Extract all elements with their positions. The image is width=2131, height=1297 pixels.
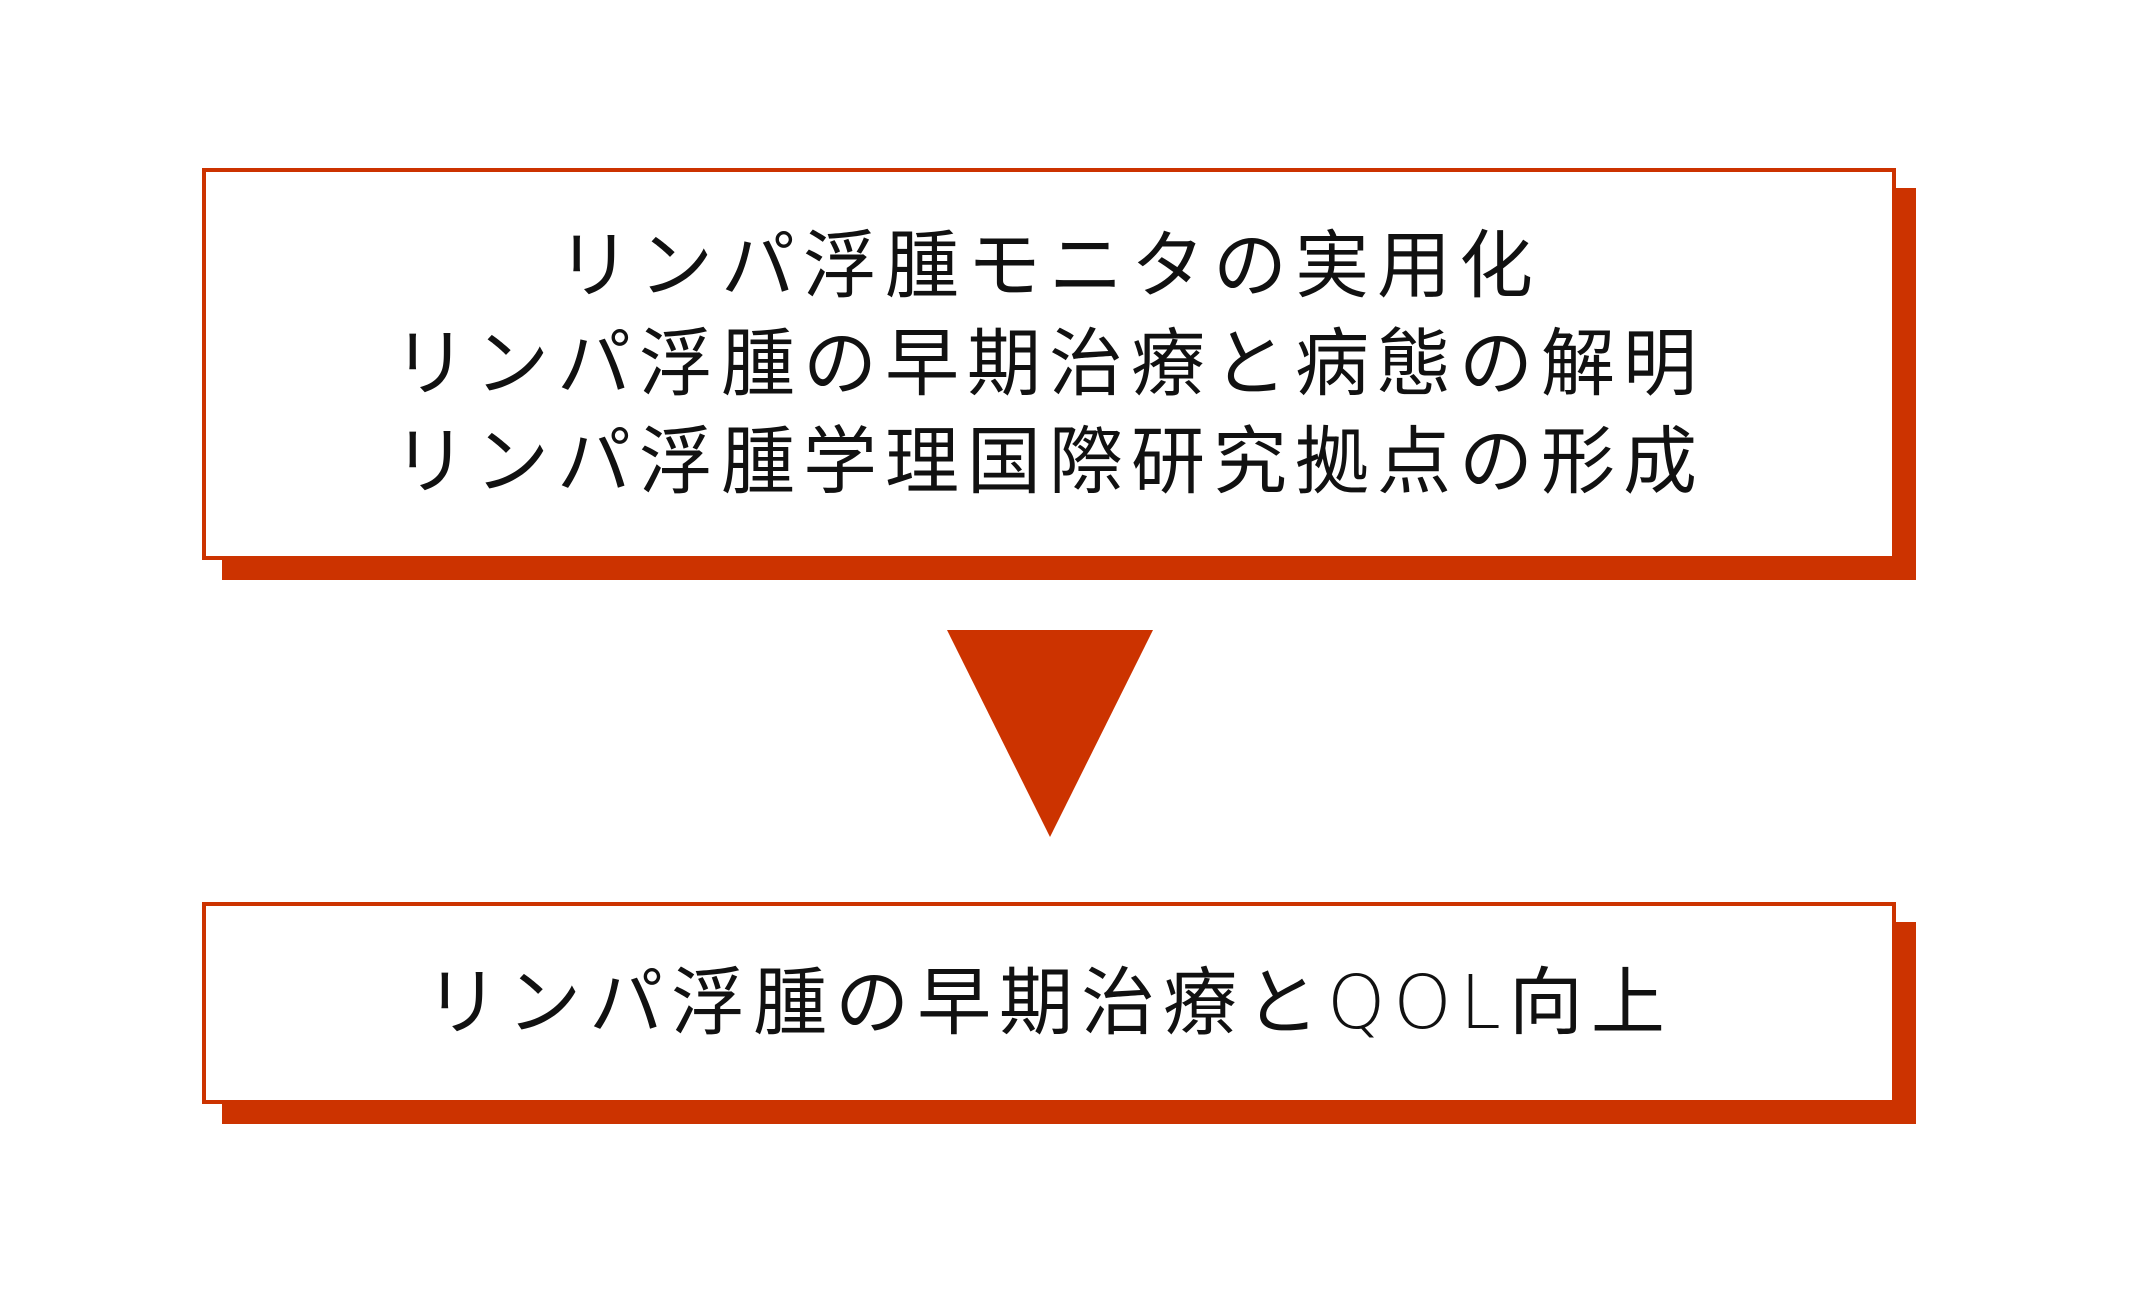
top-box: リンパ浮腫モニタの実用化 リンパ浮腫の早期治療と病態の解明 リンパ浮腫学理国際研… (202, 168, 1896, 560)
bottom-box: リンパ浮腫の早期治療とQOL向上 (202, 902, 1896, 1104)
top-box-line-3: リンパ浮腫学理国際研究拠点の形成 (393, 419, 1705, 505)
bottom-box-line-1: リンパ浮腫の早期治療とQOL向上 (425, 960, 1673, 1046)
top-box-line-2: リンパ浮腫の早期治療と病態の解明 (393, 321, 1705, 407)
down-triangle-arrow-icon (947, 630, 1153, 837)
top-box-line-1: リンパ浮腫モニタの実用化 (557, 223, 1541, 309)
